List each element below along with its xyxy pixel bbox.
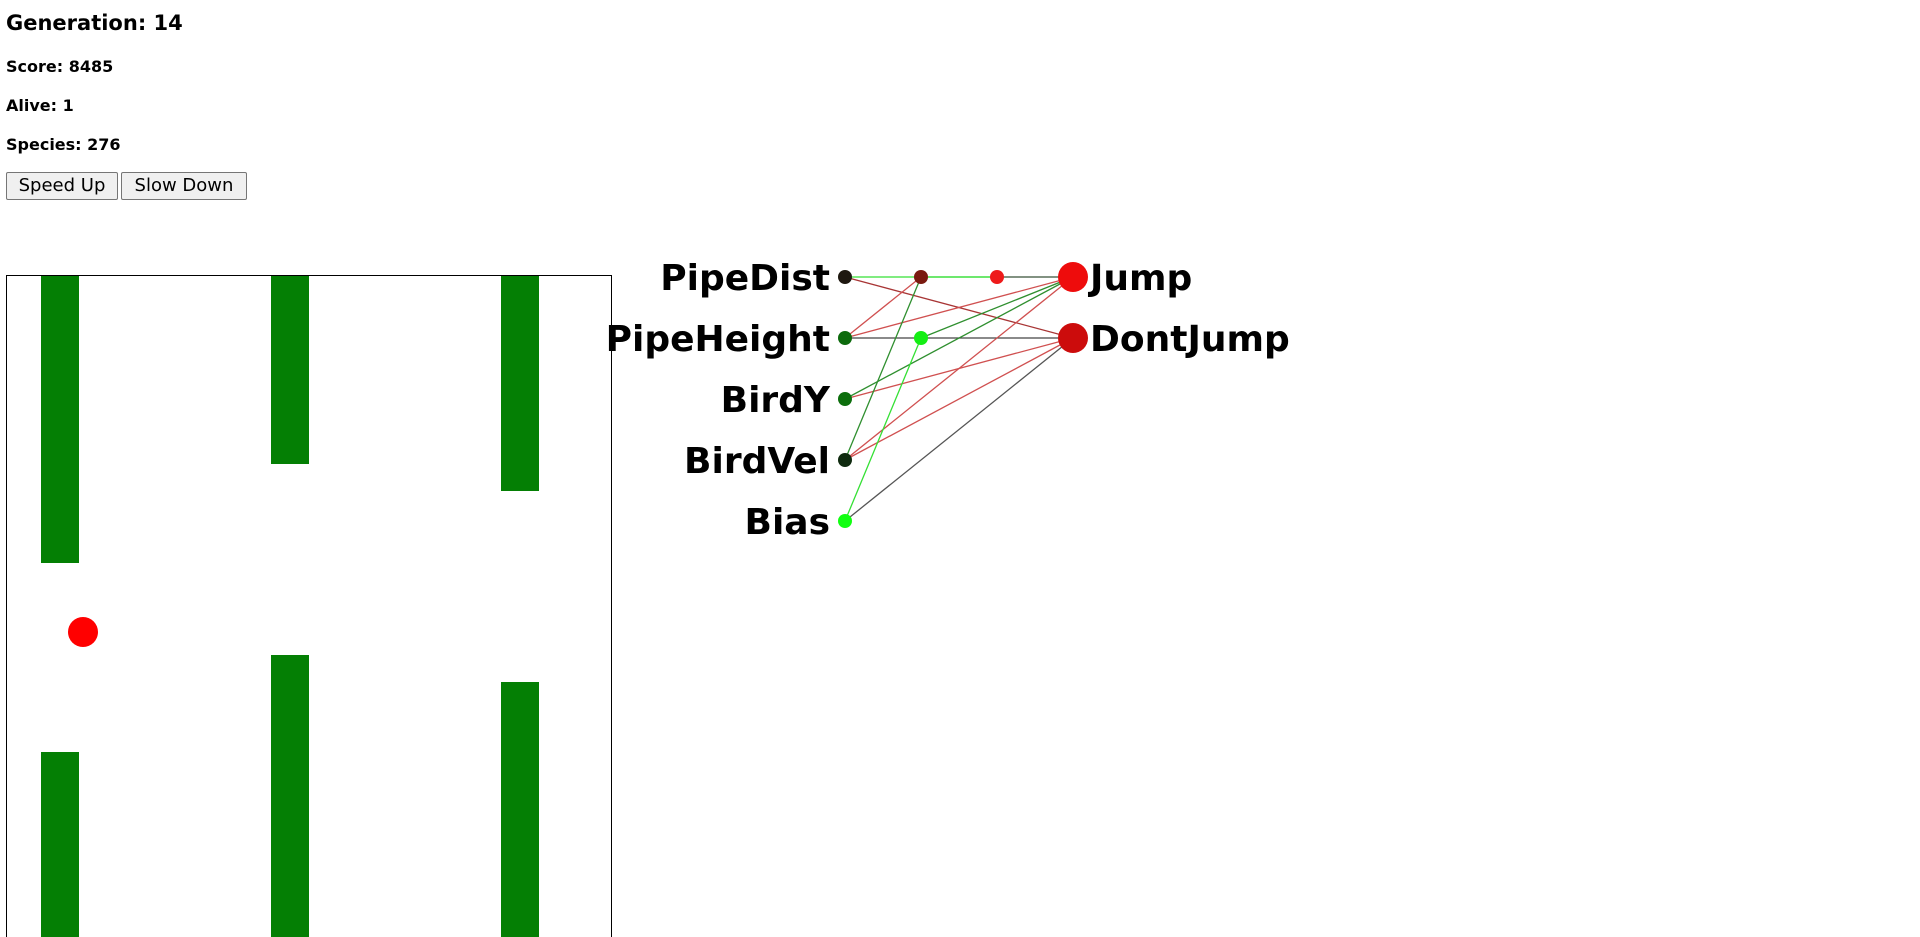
connection bbox=[844, 337, 1074, 461]
speed-up-button[interactable]: Speed Up bbox=[6, 172, 118, 200]
hidden-node bbox=[914, 270, 928, 284]
output-node-jump bbox=[1058, 262, 1088, 292]
pipe-top bbox=[41, 276, 79, 563]
output-node-dontjump bbox=[1058, 323, 1088, 353]
output-label-jump: Jump bbox=[1087, 258, 1192, 299]
alive-counter: Alive: 1 bbox=[6, 96, 74, 115]
game-scene bbox=[41, 276, 539, 937]
input-node-birdvel bbox=[838, 453, 852, 467]
network-connections bbox=[844, 276, 1074, 522]
bird bbox=[68, 617, 98, 647]
connection bbox=[844, 337, 1074, 400]
connection bbox=[844, 276, 1074, 339]
output-labels: Jump DontJump bbox=[1087, 258, 1290, 360]
pipe-bottom bbox=[271, 655, 309, 937]
species-counter: Species: 276 bbox=[6, 135, 121, 154]
game-canvas bbox=[6, 275, 612, 937]
pipe-top bbox=[271, 276, 309, 464]
network-nodes bbox=[838, 262, 1088, 528]
connection bbox=[844, 276, 1074, 461]
connection bbox=[844, 337, 922, 522]
input-node-bias bbox=[838, 514, 852, 528]
input-node-pipeheight bbox=[838, 331, 852, 345]
hidden-node bbox=[990, 270, 1004, 284]
score-counter: Score: 8485 bbox=[6, 57, 114, 76]
connection bbox=[844, 276, 922, 461]
input-label-pipeheight: PipeHeight bbox=[606, 319, 830, 360]
pipe-bottom bbox=[41, 752, 79, 937]
input-label-bias: Bias bbox=[745, 502, 831, 543]
input-node-pipedist bbox=[838, 270, 852, 284]
connection bbox=[844, 337, 1074, 522]
pipe-bottom bbox=[501, 682, 539, 937]
input-node-birdy bbox=[838, 392, 852, 406]
input-label-birdy: BirdY bbox=[721, 380, 831, 421]
connection bbox=[844, 276, 1074, 339]
pipe-top bbox=[501, 276, 539, 491]
generation-counter: Generation: 14 bbox=[6, 11, 183, 35]
input-labels: PipeDist PipeHeight BirdY BirdVel Bias bbox=[606, 258, 831, 543]
hidden-node bbox=[914, 331, 928, 345]
connection bbox=[920, 276, 1074, 339]
connection bbox=[844, 276, 922, 339]
slow-down-button[interactable]: Slow Down bbox=[121, 172, 247, 200]
input-label-birdvel: BirdVel bbox=[684, 441, 830, 482]
input-label-pipedist: PipeDist bbox=[660, 258, 830, 299]
output-label-dontjump: DontJump bbox=[1090, 319, 1290, 360]
connection bbox=[844, 276, 1074, 400]
